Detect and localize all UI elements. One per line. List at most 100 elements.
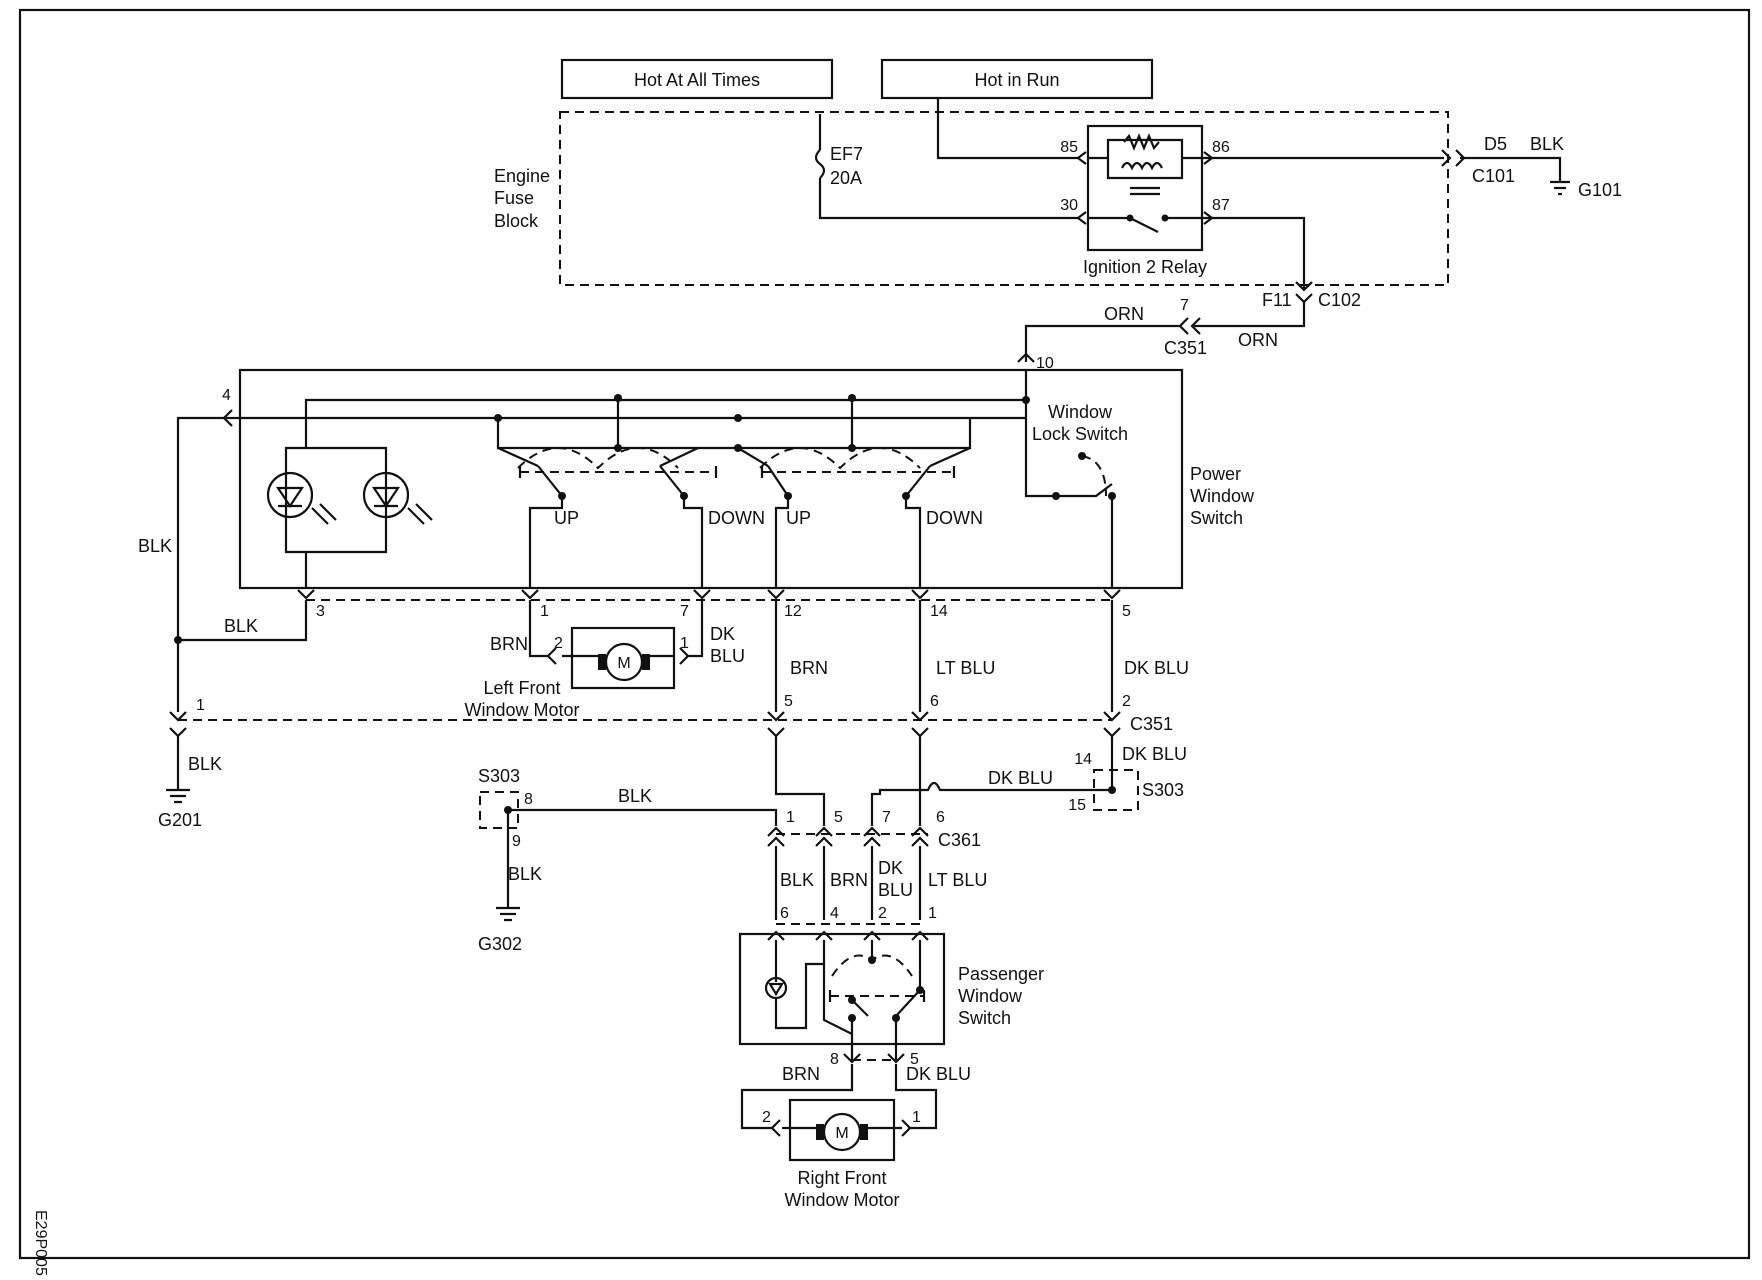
engine-fuse-block-outline	[559, 111, 1449, 286]
fuse-block-label-3: Block	[494, 211, 539, 231]
svg-text:UP: UP	[786, 508, 811, 528]
blk-top-label: BLK	[1530, 134, 1564, 154]
svg-text:5: 5	[784, 693, 793, 710]
svg-text:2: 2	[1122, 693, 1131, 710]
left-motor-dk: DK	[710, 624, 735, 644]
c351-pin7: 7	[1180, 297, 1189, 314]
svg-text:6: 6	[780, 905, 789, 922]
svg-text:DOWN: DOWN	[708, 508, 765, 528]
svg-text:1: 1	[196, 697, 205, 714]
brn-mid-label: BRN	[790, 658, 828, 678]
svg-text:2: 2	[554, 635, 563, 652]
svg-text:9: 9	[512, 833, 521, 850]
left-motor-m: M	[617, 655, 630, 672]
driver-window-switch-left: UP DOWN	[497, 446, 765, 588]
d5-label: D5	[1484, 134, 1507, 154]
svg-text:14: 14	[1074, 751, 1092, 768]
fuse-block-label-1: Engine	[494, 166, 550, 186]
power-switch-label-1: Power	[1190, 464, 1241, 484]
header-hot-at-all-times: Hot At All Times	[560, 58, 834, 100]
power-switch-pin4: 4	[222, 387, 231, 404]
svg-text:86: 86	[1212, 139, 1230, 156]
left-motor-blu: BLU	[710, 646, 745, 666]
svg-text:Switch: Switch	[958, 1008, 1011, 1028]
svg-text:S303: S303	[478, 766, 520, 786]
svg-text:BLU: BLU	[878, 880, 913, 900]
blk-vertical-label: BLK	[138, 536, 172, 556]
splice-s303-right: 14 DK BLU 15 S303	[1068, 736, 1187, 814]
svg-text:UP: UP	[554, 508, 579, 528]
diagram-frame	[18, 8, 1751, 1260]
svg-text:DOWN: DOWN	[926, 508, 983, 528]
dk-blu-splice-label: DK BLU	[988, 768, 1053, 788]
svg-text:87: 87	[1212, 197, 1230, 214]
svg-text:5: 5	[834, 809, 843, 826]
svg-text:Hot At All Times: Hot At All Times	[634, 70, 760, 90]
ground-g302-symbol	[496, 906, 520, 922]
lt-blu-mid-label: LT BLU	[936, 658, 995, 678]
power-switch-label-2: Window	[1190, 486, 1255, 506]
svg-text:5: 5	[1122, 603, 1131, 620]
svg-text:Window: Window	[1048, 402, 1113, 422]
c351-lower-label: C351	[1130, 714, 1173, 734]
svg-text:S303: S303	[1142, 780, 1184, 800]
ground-g201-symbol	[166, 788, 190, 804]
svg-text:2: 2	[878, 905, 887, 922]
pass-brn-label: BRN	[782, 1064, 820, 1084]
fuse-rating: 20A	[830, 168, 862, 188]
svg-text:1: 1	[680, 635, 689, 652]
relay-label: Ignition 2 Relay	[1083, 257, 1207, 277]
g101-label: G101	[1578, 180, 1622, 200]
svg-text:Window: Window	[958, 986, 1023, 1006]
illumination-leds	[266, 436, 433, 588]
blk-g302-wire: BLK	[508, 864, 542, 884]
splice-s303-left: S303 8 9	[478, 766, 533, 850]
blk-splice-label: BLK	[618, 786, 652, 806]
passenger-window-switch: Passenger Window Switch	[738, 932, 1044, 1060]
left-motor-brn: BRN	[490, 634, 528, 654]
c102-label: C102	[1318, 290, 1361, 310]
window-lock-switch: Window Lock Switch	[1024, 400, 1128, 588]
fuse-id: EF7	[830, 144, 863, 164]
svg-text:Hot in Run: Hot in Run	[974, 70, 1059, 90]
svg-text:Window Motor: Window Motor	[464, 700, 579, 720]
c101-label: C101	[1472, 166, 1515, 186]
svg-text:LT BLU: LT BLU	[928, 870, 987, 890]
svg-text:85: 85	[1060, 139, 1078, 156]
svg-text:1: 1	[540, 603, 549, 620]
pass-dk-blu-label: DK BLU	[906, 1064, 971, 1084]
power-switch-label-3: Switch	[1190, 508, 1243, 528]
fuse-ef7-symbol	[814, 149, 826, 179]
svg-text:6: 6	[936, 809, 945, 826]
svg-text:12: 12	[784, 603, 802, 620]
svg-text:7: 7	[882, 809, 891, 826]
orn-label-1: ORN	[1104, 304, 1144, 324]
svg-text:30: 30	[1060, 197, 1078, 214]
right-motor-m: M	[835, 1125, 848, 1142]
svg-text:Window Motor: Window Motor	[784, 1190, 899, 1210]
header-hot-in-run: Hot in Run	[880, 58, 1154, 100]
svg-text:5: 5	[910, 1051, 919, 1068]
ignition-2-relay: 85 86 30 87 Ignition 2 Relay	[1060, 124, 1230, 277]
driver-window-switch-right: UP DOWN	[737, 446, 983, 588]
left-front-window-motor: M 2 1 BRN DK BLU Left Front Window Motor	[464, 600, 745, 720]
fuse-block-label-2: Fuse	[494, 188, 534, 208]
svg-text:14: 14	[930, 603, 948, 620]
g201-wire: BLK	[188, 754, 222, 774]
svg-text:Passenger: Passenger	[958, 964, 1044, 984]
svg-text:Left Front: Left Front	[483, 678, 560, 698]
ground-g101-symbol	[1550, 180, 1570, 196]
svg-text:3: 3	[316, 603, 325, 620]
svg-text:BLK: BLK	[780, 870, 814, 890]
svg-text:DK BLU: DK BLU	[1122, 744, 1187, 764]
svg-text:Right Front: Right Front	[797, 1168, 886, 1188]
dk-blu-mid-label: DK BLU	[1124, 658, 1189, 678]
svg-text:8: 8	[524, 791, 533, 808]
svg-text:1: 1	[912, 1109, 921, 1126]
power-switch-pin10: 10	[1036, 355, 1054, 372]
svg-text:Lock Switch: Lock Switch	[1032, 424, 1128, 444]
svg-text:7: 7	[680, 603, 689, 620]
svg-text:6: 6	[930, 693, 939, 710]
svg-text:1: 1	[786, 809, 795, 826]
